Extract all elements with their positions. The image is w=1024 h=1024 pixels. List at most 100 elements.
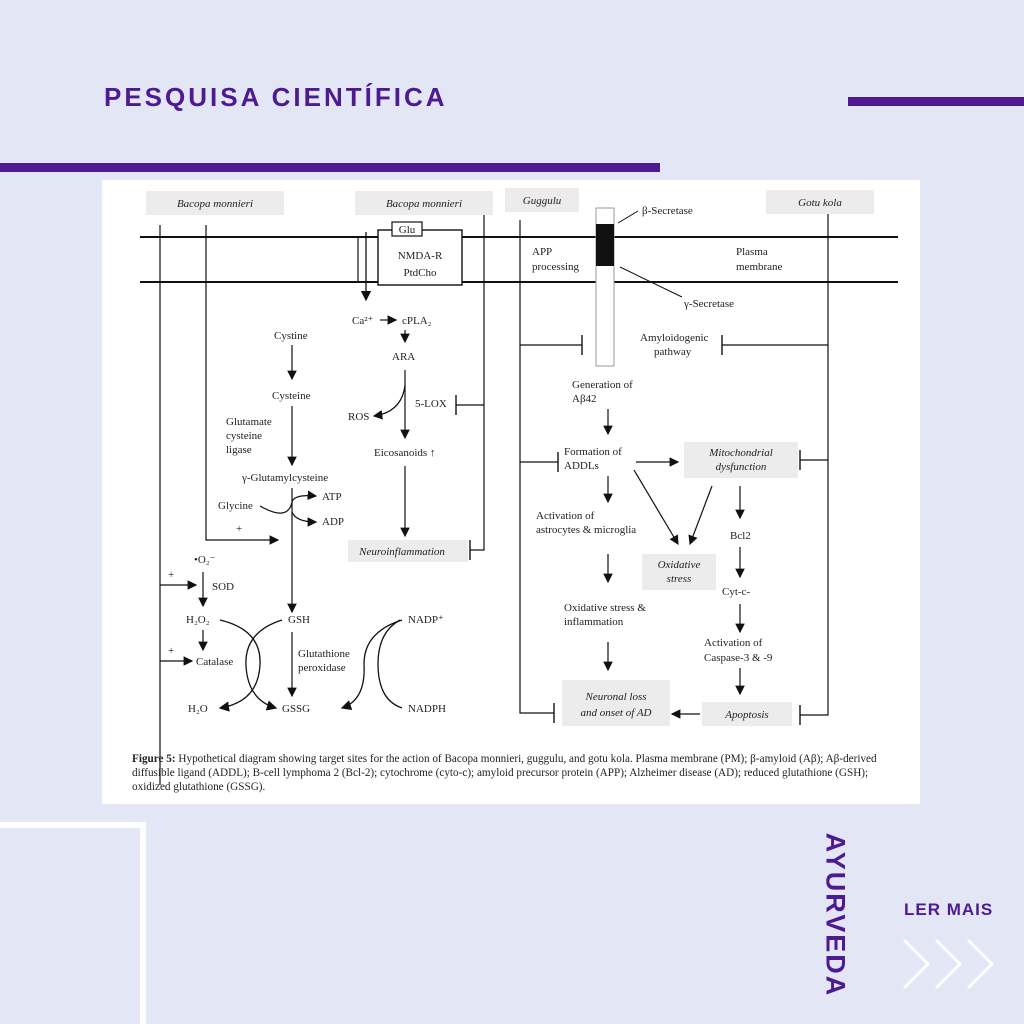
bcl2-label: Bcl2: [730, 530, 751, 542]
neuroinflammation-box: [348, 540, 468, 562]
bacopa-to-gcl: [205, 225, 280, 545]
addl-label-1: Formation of: [564, 446, 622, 458]
beta-secretase-pointer: [617, 210, 639, 224]
atp-arrow: [259, 490, 318, 514]
apoptosis-box: [702, 702, 792, 726]
sod-label: SOD: [212, 581, 234, 593]
nmda-label: NMDA-R: [398, 250, 443, 262]
category-text: AYURVEDA: [820, 832, 851, 998]
gcl-label-1: Glutamate: [226, 416, 272, 428]
figure-caption: Figure 5: Hypothetical diagram showing t…: [132, 752, 902, 794]
neuronal-box: [562, 680, 670, 726]
mito-to-oxid: [688, 485, 713, 546]
casp-label-1: Activation of: [704, 637, 763, 649]
gpx-label-1: Glutathione: [298, 648, 350, 660]
adp-arrow: [291, 511, 318, 527]
bacopa-label-1: Bacopa monnieri: [177, 198, 253, 210]
nadph-arc: [340, 619, 403, 711]
nadp-arc: [377, 619, 403, 709]
accent-bar-left: [0, 163, 660, 172]
pathway-diagram: Bacopa monnieri Bacopa monnieri Guggulu …: [140, 188, 898, 785]
pm-label-1: Plasma: [736, 246, 768, 258]
bacopa-box-2: [355, 191, 493, 215]
oxinf-label-2: inflammation: [564, 616, 624, 628]
gen-label-2: Aβ42: [572, 393, 597, 405]
guggulu-label: Guggulu: [523, 195, 562, 207]
bacopa2-line: [470, 215, 485, 551]
gpx-label-2: peroxidase: [298, 662, 346, 674]
decorative-frame: [0, 822, 146, 1024]
chevrons-icon[interactable]: [900, 934, 1006, 994]
read-more-link[interactable]: LER MAIS: [904, 900, 994, 919]
neuronal-label-2: and onset of AD: [581, 707, 652, 719]
gsh-label: GSH: [288, 614, 310, 626]
plus-label-3: +: [168, 645, 174, 657]
astro-label-2: astrocytes & microglia: [536, 524, 636, 536]
gssg-label: GSSG: [282, 703, 310, 715]
cpla2-label: cPLA₂: [402, 315, 432, 327]
apoptosis-label: Apoptosis: [724, 709, 768, 721]
superoxide-label: •O₂⁻: [194, 554, 216, 566]
nadp-label: NADP⁺: [408, 614, 444, 626]
research-figure: Bacopa monnieri Bacopa monnieri Guggulu …: [102, 180, 920, 804]
ggc-label: γ-Glutamylcysteine: [241, 472, 328, 484]
gotu-kola-label: Gotu kola: [798, 197, 842, 209]
ara-label: ARA: [392, 351, 415, 363]
cysteine-label: Cysteine: [272, 390, 311, 402]
addl-to-oxid: [633, 469, 679, 546]
addl-label-2: ADDLs: [564, 460, 599, 472]
oxid-label-2: stress: [667, 573, 692, 585]
casp-label-2: Caspase-3 & -9: [704, 652, 773, 664]
nmda-receptor: [377, 229, 463, 286]
secretase-site: [596, 224, 614, 266]
oxinf-label-1: Oxidative stress &: [564, 602, 646, 614]
pm-label-2: membrane: [736, 261, 783, 273]
gsh-to-gssg-arc: [245, 619, 283, 711]
mito-label-1: Mitochondrial: [708, 447, 773, 459]
app-label-2: processing: [532, 261, 580, 273]
caption-prefix: Figure 5:: [132, 753, 176, 765]
gamma-secretase-label: γ-Secretase: [683, 298, 734, 310]
glycine-label: Glycine: [218, 500, 253, 512]
mito-box: [684, 442, 798, 478]
ros-label: ROS: [348, 411, 369, 423]
astro-label-1: Activation of: [536, 510, 595, 522]
cytc-label: Cyt-c-: [722, 586, 750, 598]
catalase-label: Catalase: [196, 656, 233, 668]
atp-label: ATP: [322, 491, 342, 503]
adp-label: ADP: [322, 516, 344, 528]
mito-label-2: dysfunction: [716, 461, 767, 473]
gotu-kola-box: [766, 190, 874, 214]
h2o2-label: H₂O₂: [186, 614, 210, 626]
bacopa-label-2: Bacopa monnieri: [386, 198, 462, 210]
category-label: AYURVEDA: [805, 830, 865, 1000]
nadph-label: NADPH: [408, 703, 446, 715]
gamma-secretase-pointer: [619, 266, 683, 298]
oxid-label-1: Oxidative: [658, 559, 701, 571]
ca-label: Ca²⁺: [352, 315, 374, 327]
guggulu-line: [519, 220, 554, 714]
plus-label-1: +: [236, 523, 242, 535]
plus-label-2: +: [168, 569, 174, 581]
gotu-kola-line: [800, 214, 829, 716]
amyloid-label-1: Amyloidogenic: [640, 332, 709, 344]
cystine-label: Cystine: [274, 330, 308, 342]
page-title: PESQUISA CIENTÍFICA: [104, 82, 448, 112]
gcl-label-2: cysteine: [226, 430, 262, 442]
app-label-1: APP: [532, 246, 552, 258]
glu-label: Glu: [399, 224, 416, 236]
bacopa-box-1: [146, 191, 284, 215]
guggulu-box: [505, 188, 579, 212]
neuroinflammation-label: Neuroinflammation: [358, 546, 445, 558]
gcl-label-3: ligase: [226, 444, 252, 456]
caption-text: Hypothetical diagram showing target site…: [132, 753, 877, 793]
accent-bar-top: [848, 97, 1024, 106]
ptdcho-label: PtdCho: [403, 267, 437, 279]
eicosanoids-label: Eicosanoids ↑: [374, 447, 435, 459]
ara-to-ros: [372, 384, 406, 420]
gen-label-1: Generation of: [572, 379, 633, 391]
amyloid-label-2: pathway: [654, 346, 692, 358]
beta-secretase-label: β-Secretase: [642, 205, 693, 217]
glu-site: [391, 221, 423, 237]
neuronal-label-1: Neuronal loss: [584, 691, 646, 703]
